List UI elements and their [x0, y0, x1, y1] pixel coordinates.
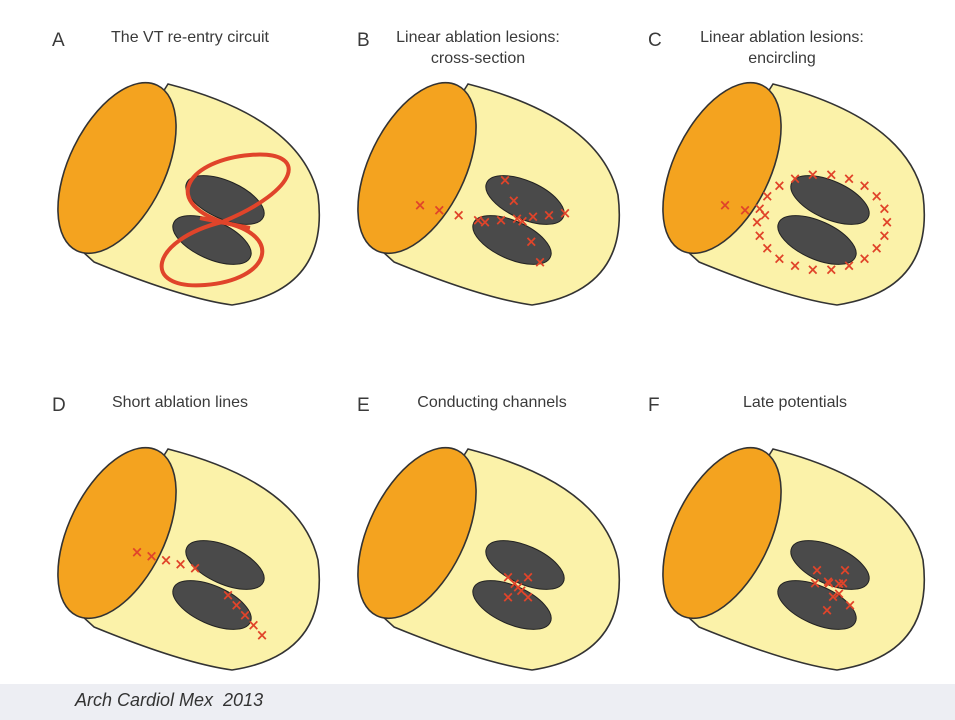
- panel-title: Short ablation lines: [112, 394, 248, 411]
- ablation-mark: ×: [761, 187, 774, 205]
- ablation-mark: ×: [825, 261, 838, 279]
- ablation-mark: ×: [823, 574, 836, 592]
- panel-letter: A: [52, 30, 65, 51]
- panel-letter: F: [648, 395, 660, 416]
- ablation-mark: ×: [878, 199, 891, 217]
- ventricle-diagram: ×××××××××××××××××××××××××: [639, 64, 925, 305]
- panel-letter: D: [52, 395, 66, 416]
- ablation-mark: ×: [789, 257, 802, 275]
- panel-f: F Late potentials ×××××××××××: [639, 394, 925, 670]
- ablation-mark: ×: [174, 555, 187, 573]
- panel-d: D Short ablation lines ××××××××××: [34, 394, 320, 670]
- ventricle-diagram: ×××××××××××: [639, 429, 925, 670]
- ablation-mark: ×: [534, 253, 547, 271]
- ablation-mark: ×: [189, 559, 202, 577]
- ablation-mark: ×: [837, 574, 850, 592]
- ablation-mark: ×: [739, 201, 752, 219]
- ablation-mark: ×: [789, 169, 802, 187]
- ablation-mark: ×: [543, 206, 556, 224]
- panel-letter: B: [357, 30, 370, 51]
- ventricle-diagram: [34, 64, 320, 305]
- panel-grid: A The VT re-entry circuit B Linear ablation…: [34, 29, 925, 670]
- ablation-mark: ×: [160, 551, 173, 569]
- ablation-mark: ×: [844, 596, 857, 614]
- ablation-mark: ×: [145, 547, 158, 565]
- panel-e: E Conducting channels ×××××××: [334, 394, 620, 670]
- panel-title: Late potentials: [743, 394, 847, 411]
- ablation-mark: ×: [502, 588, 515, 606]
- ablation-mark: ×: [479, 213, 492, 231]
- ablation-mark: ×: [433, 201, 446, 219]
- ablation-mark: ×: [495, 211, 508, 229]
- ablation-mark: ×: [719, 196, 732, 214]
- ablation-mark: ×: [870, 239, 883, 257]
- ablation-mark: ×: [809, 574, 822, 592]
- panel-a: A The VT re-entry circuit: [34, 29, 320, 305]
- ablation-mark: ×: [806, 165, 819, 183]
- ablation-mark: ×: [452, 206, 465, 224]
- ablation-mark: ×: [825, 165, 838, 183]
- panel-letter: E: [357, 395, 370, 416]
- ablation-mark: ×: [131, 543, 144, 561]
- panel-title: Linear ablation lesions:: [700, 29, 864, 46]
- ventricle-diagram: ×××××××××××××××: [334, 64, 620, 305]
- panel-title: encircling: [748, 50, 816, 67]
- panel-title: Linear ablation lesions:: [396, 29, 560, 46]
- ablation-mark: ×: [858, 249, 871, 267]
- ablation-mark: ×: [821, 601, 834, 619]
- ablation-mark: ×: [525, 233, 538, 251]
- ablation-mark: ×: [773, 177, 786, 195]
- citation-bar: Arch Cardiol Mex 2013: [0, 684, 955, 720]
- ablation-mark: ×: [843, 257, 856, 275]
- panel-title: cross-section: [431, 50, 525, 67]
- ablation-mark: ×: [414, 196, 427, 214]
- ablation-mark: ×: [507, 192, 520, 210]
- ventricle-diagram: ××××××××××: [34, 429, 320, 670]
- ablation-mark: ×: [516, 212, 529, 230]
- ablation-mark: ×: [843, 169, 856, 187]
- panel-title: Conducting channels: [417, 394, 566, 411]
- ablation-mark: ×: [773, 249, 786, 267]
- panel-letter: C: [648, 30, 662, 51]
- citation-text: Arch Cardiol Mex 2013: [75, 690, 263, 711]
- ablation-mark: ×: [858, 177, 871, 195]
- panel-title: The VT re-entry circuit: [111, 29, 270, 46]
- ventricle-diagram: ×××××××: [334, 429, 620, 670]
- ablation-mark: ×: [499, 171, 512, 189]
- ablation-mark: ×: [559, 204, 572, 222]
- ablation-mark: ×: [256, 626, 269, 644]
- ablation-mark: ×: [806, 261, 819, 279]
